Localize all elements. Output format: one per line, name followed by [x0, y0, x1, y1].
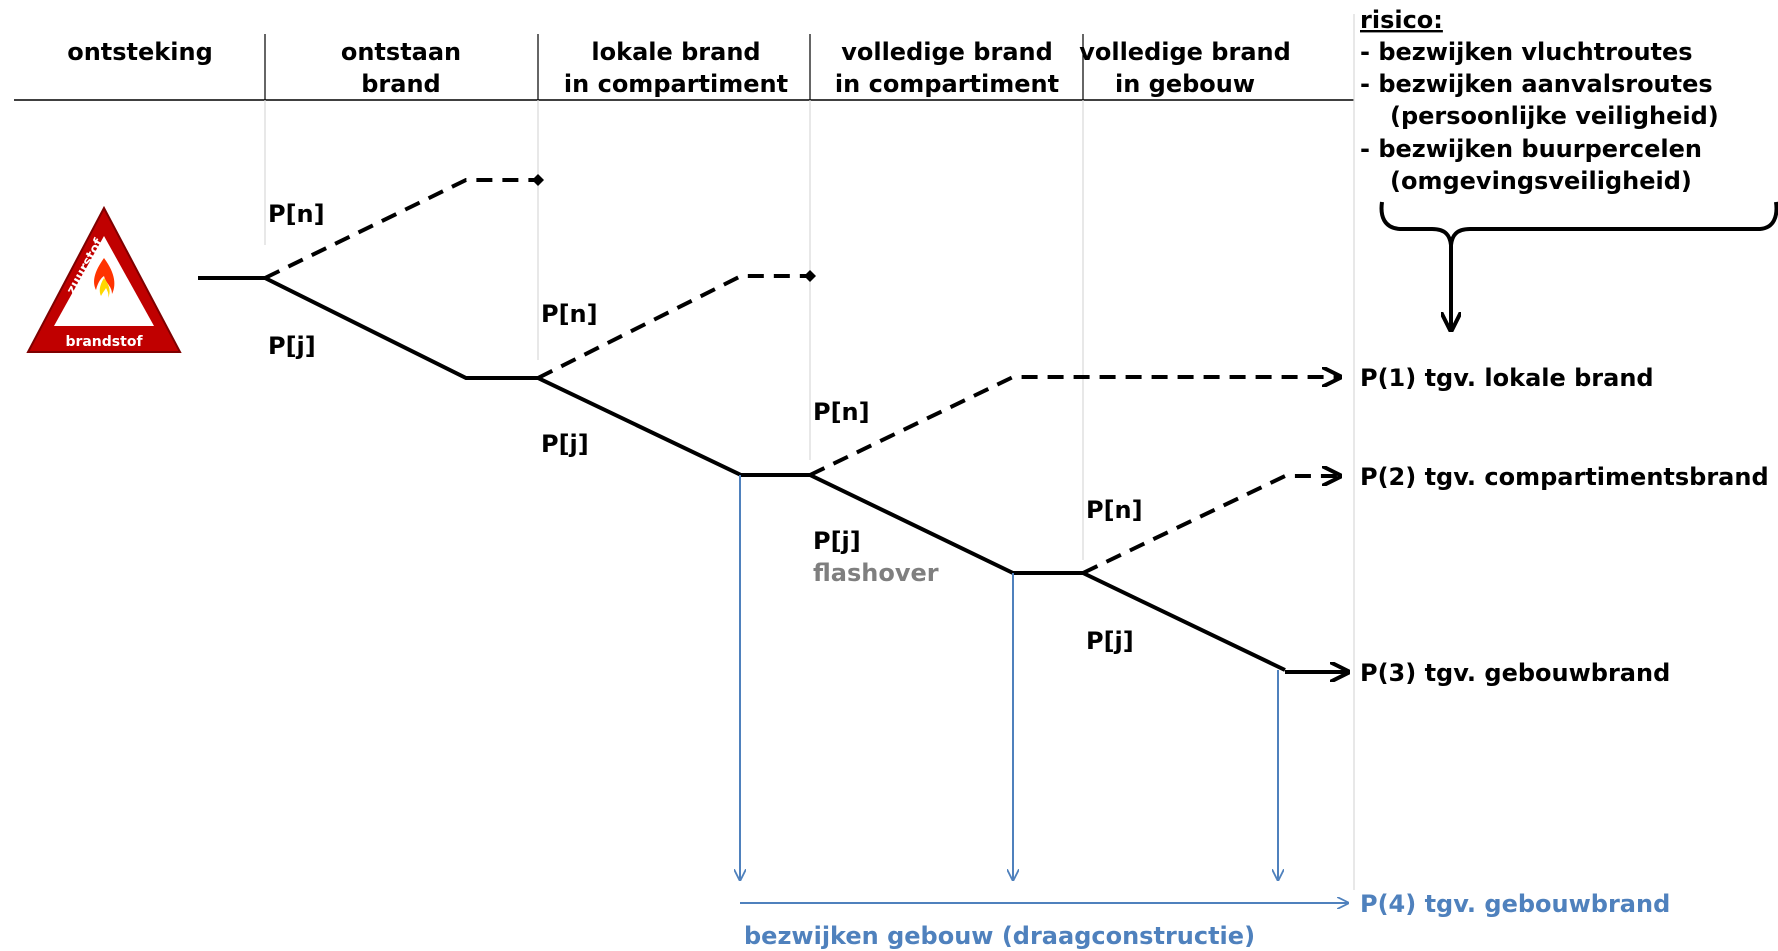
outcome-p2: P(2) tgv. compartimentsbrand — [1360, 463, 1769, 491]
outcome-labels: P(1) tgv. lokale brand P(2) tgv. compart… — [744, 364, 1769, 950]
flashover-label: flashover — [813, 559, 939, 587]
branch-label-n-1: P[n] — [268, 200, 325, 228]
dashed-branch-1 — [264, 178, 534, 280]
branch-label-n-3: P[n] — [813, 398, 870, 426]
dashed-branch-p1 — [809, 377, 1340, 477]
branch-end-markers — [532, 174, 816, 282]
risk-block: risico: - bezwijken vluchtroutes - bezwi… — [1360, 6, 1778, 330]
stage-headers: ontsteking ontstaan brand lokale brand i… — [67, 38, 1291, 98]
outcome-p4: P(4) tgv. gebouwbrand — [1360, 890, 1670, 918]
outcome-p1: P(1) tgv. lokale brand — [1360, 364, 1654, 392]
main-branch-path — [198, 276, 1286, 672]
branch-label-j-4: P[j] — [1086, 627, 1134, 655]
risk-brace — [1379, 201, 1778, 246]
risk-item-persoonlijke: (persoonlijke veiligheid) — [1390, 102, 1719, 130]
dashed-branch-p2 — [1082, 476, 1340, 575]
branch-labels: P[n] P[j] P[n] P[j] P[n] P[j] flashover … — [268, 200, 1143, 655]
collapse-arrows — [740, 475, 1348, 903]
fire-triangle-icon: zuurstof warmte brandstof — [26, 205, 182, 353]
end-diamond-1 — [532, 174, 544, 186]
end-diamond-2 — [804, 270, 816, 282]
collapse-label: bezwijken gebouw (draagconstructie) — [744, 922, 1255, 950]
risk-item-buurpercelen: - bezwijken buurpercelen — [1360, 135, 1702, 163]
tree-solid-paths — [198, 276, 1348, 672]
stage-ontstaan-line2: brand — [361, 70, 440, 98]
branch-label-j-1: P[j] — [268, 332, 316, 360]
stage-lokale-line1: lokale brand — [591, 38, 760, 66]
stage-ontstaan-line1: ontstaan — [341, 38, 461, 66]
stage-volledige-comp-line1: volledige brand — [841, 38, 1053, 66]
stage-dividers — [264, 14, 1355, 890]
branch-label-n-4: P[n] — [1086, 496, 1143, 524]
risk-item-omgevings: (omgevingsveiligheid) — [1390, 167, 1692, 195]
stage-volledige-comp-line2: in compartiment — [835, 70, 1059, 98]
stage-volledige-gebouw-line1: volledige brand — [1079, 38, 1291, 66]
triangle-label-bottom: brandstof — [65, 334, 143, 350]
stage-lokale-line2: in compartiment — [564, 70, 788, 98]
outcome-p3: P(3) tgv. gebouwbrand — [1360, 659, 1670, 687]
stage-ontsteking: ontsteking — [67, 38, 213, 66]
risk-item-aanvalsroutes: - bezwijken aanvalsroutes — [1360, 70, 1713, 98]
branch-label-j-3: P[j] — [813, 527, 861, 555]
risk-title: risico: — [1360, 6, 1443, 34]
header-dividers — [264, 34, 1084, 100]
branch-label-j-2: P[j] — [541, 430, 589, 458]
branch-label-n-2: P[n] — [541, 300, 598, 328]
tree-dashed-paths — [264, 178, 1340, 575]
dashed-branch-2 — [537, 274, 806, 380]
risk-item-vluchtroutes: - bezwijken vluchtroutes — [1360, 38, 1693, 66]
stage-volledige-gebouw-line2: in gebouw — [1115, 70, 1255, 98]
